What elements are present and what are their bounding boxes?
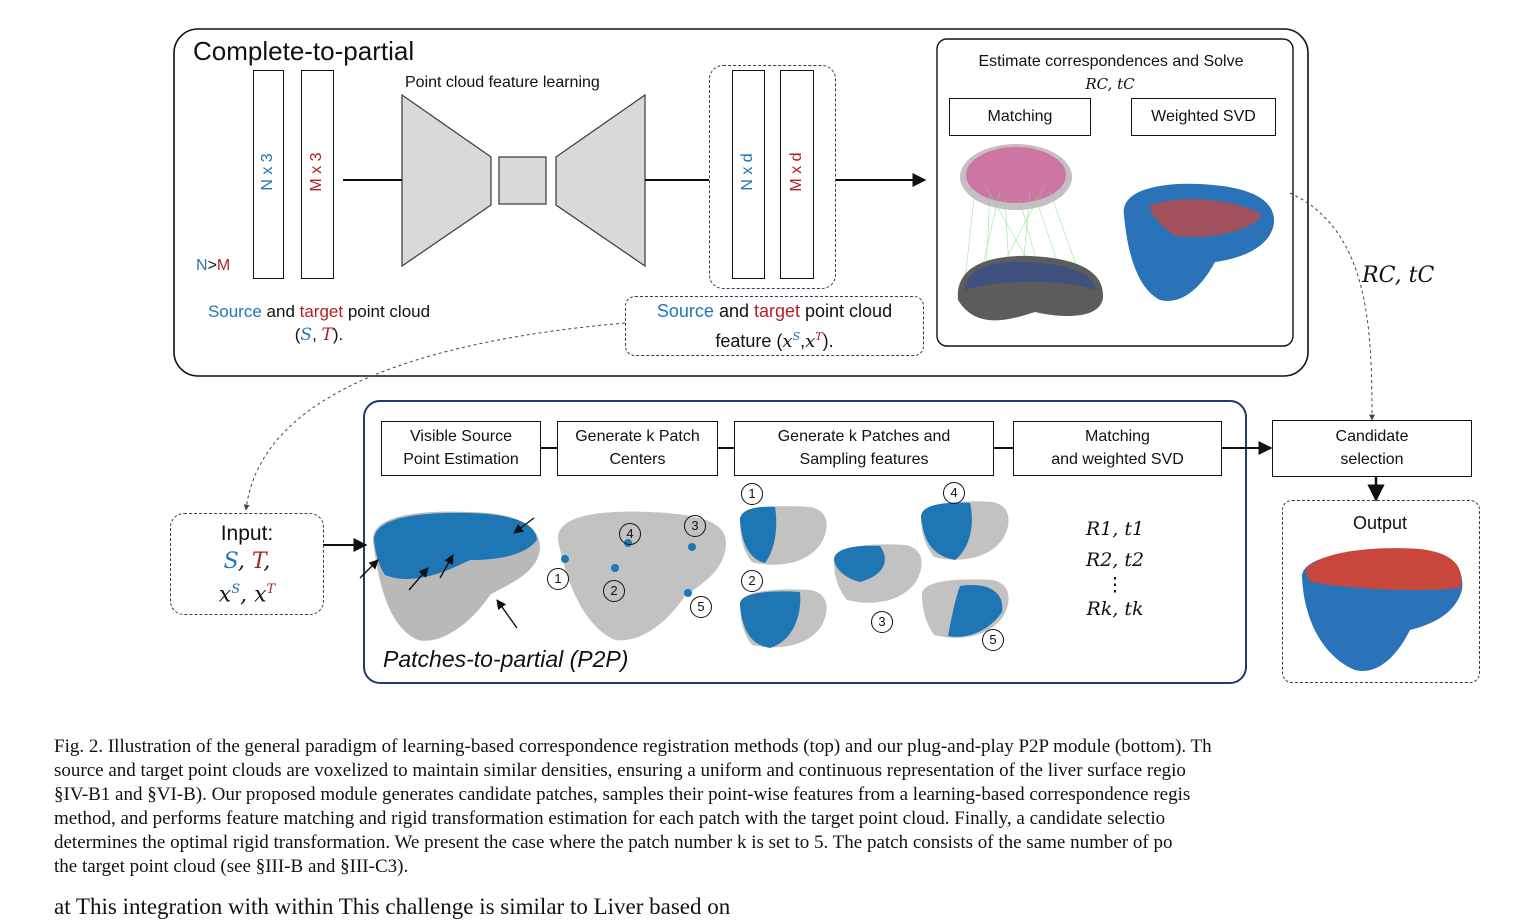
feature-to-input-dashed-curve bbox=[243, 322, 626, 511]
feature-dashed-group bbox=[709, 65, 836, 289]
result-k: Rk, tk bbox=[1086, 598, 1144, 620]
step-patch-centers-box bbox=[557, 421, 718, 476]
target-input-dim: M x 3 bbox=[308, 152, 325, 192]
bottom-panel-title: Patches-to-partial (P2P) bbox=[383, 646, 629, 672]
patch-number-1: 1 bbox=[741, 483, 763, 505]
feature-caption-box bbox=[625, 296, 924, 356]
visible-source-liver-illustration bbox=[359, 511, 540, 641]
top-panel-frame bbox=[173, 28, 1309, 377]
patch-centers-liver-illustration bbox=[557, 511, 727, 641]
feature-learning-label: Point cloud feature learning bbox=[405, 74, 600, 91]
patch-number-3: 3 bbox=[871, 611, 893, 633]
patch-center-number-5: 5 bbox=[690, 596, 712, 618]
estimate-to-candidate-dashed-curve bbox=[1289, 192, 1375, 421]
patch-number-5: 5 bbox=[982, 629, 1004, 651]
target-feature-dim: M x d bbox=[788, 152, 805, 192]
output-liver-illustration bbox=[1301, 548, 1463, 671]
step-matching-svd-box bbox=[1013, 421, 1222, 476]
size-relation: N>M bbox=[196, 254, 230, 277]
feature-caption: Source and target point cloud feature (x… bbox=[656, 301, 893, 352]
patch-livers-illustration bbox=[740, 501, 1009, 648]
source-feature-dim: N x d bbox=[739, 153, 756, 191]
result-1: R1, t1 bbox=[1085, 518, 1145, 540]
weighted-svd-liver-illustration bbox=[1123, 183, 1275, 301]
matching-label: Matching bbox=[987, 108, 1053, 125]
weighted-svd-label: Weighted SVD bbox=[1151, 108, 1256, 125]
target-input-block bbox=[301, 70, 334, 279]
patch-center-number-1: 1 bbox=[547, 568, 569, 590]
output-label: Output bbox=[1352, 513, 1408, 533]
top-panel-title: Complete-to-partial bbox=[193, 36, 415, 66]
input-title: Input: bbox=[220, 522, 274, 545]
patch-number-4: 4 bbox=[943, 482, 965, 504]
patch-number-2: 2 bbox=[741, 570, 763, 592]
encoder-shape bbox=[401, 93, 492, 268]
patch-center-number-3: 3 bbox=[684, 515, 706, 537]
matching-point-cloud-illustration bbox=[957, 144, 1104, 321]
candidate-selection-box bbox=[1272, 420, 1472, 477]
input-box-content: Input: S, T, xS, xT bbox=[170, 520, 324, 609]
gt-symbol: > bbox=[207, 257, 217, 274]
result-2: R2, t2 bbox=[1085, 549, 1145, 571]
side-transform-label: RC, tC bbox=[1362, 263, 1435, 288]
bottleneck-shape bbox=[498, 156, 547, 205]
estimate-panel bbox=[936, 38, 1294, 347]
weighted-svd-box bbox=[1131, 98, 1276, 136]
n-symbol: N bbox=[196, 257, 208, 274]
estimate-math: RC, tC bbox=[1085, 75, 1135, 93]
decoder-shape bbox=[555, 93, 646, 268]
result-ellipsis: ⋮ bbox=[1105, 574, 1125, 596]
step-generate-patches-box bbox=[734, 421, 994, 476]
m-symbol: M bbox=[216, 257, 231, 274]
figure-caption: Fig. 2. Illustration of the general para… bbox=[54, 736, 1212, 877]
source-input-dim: N x 3 bbox=[259, 153, 276, 191]
source-feature-block bbox=[732, 70, 765, 279]
transform-results: R1, t1 R2, t2 ⋮ Rk, tk bbox=[1070, 514, 1160, 625]
step-visible-source-box bbox=[381, 421, 541, 476]
patch-center-number-2: 2 bbox=[603, 580, 625, 602]
body-text-cut: at This integration with within This cha… bbox=[54, 894, 731, 919]
input-dashed-box bbox=[170, 513, 324, 615]
estimate-title: Estimate correspondences and Solve bbox=[978, 53, 1244, 70]
output-dashed-box bbox=[1282, 500, 1480, 683]
target-feature-block bbox=[780, 70, 814, 279]
source-input-block bbox=[253, 70, 284, 279]
matching-box bbox=[949, 98, 1091, 136]
patch-center-number-4: 4 bbox=[619, 523, 641, 545]
source-target-caption: Source and target point cloud (S, T). bbox=[207, 302, 431, 345]
